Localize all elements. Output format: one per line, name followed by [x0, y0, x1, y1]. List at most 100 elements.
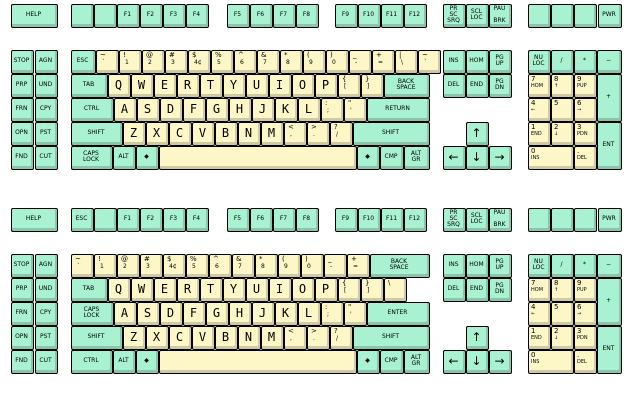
key-9[interactable]: (9 — [303, 50, 326, 74]
key-bracket-0[interactable]: {[ — [338, 278, 361, 302]
blank-key[interactable] — [528, 4, 551, 28]
pause-break-key[interactable]: PAU BRK — [489, 4, 512, 28]
f3-key[interactable]: F3 — [163, 4, 186, 28]
key-s[interactable]: S — [137, 302, 160, 326]
blank-key[interactable] — [574, 4, 597, 28]
side-key-und[interactable]: UND — [35, 74, 58, 98]
f12-key[interactable]: F12 — [404, 208, 427, 232]
blank-key[interactable] — [94, 208, 117, 232]
key-j[interactable]: J — [252, 98, 275, 122]
key-1[interactable]: !1 — [94, 254, 117, 278]
key-punct-1[interactable]: "' — [344, 302, 367, 326]
key-k[interactable]: K — [275, 98, 298, 122]
numpad-enter-key[interactable]: ENT — [597, 122, 622, 170]
side-key-stop[interactable]: STOP — [11, 50, 34, 74]
numpad-6-key[interactable]: 6→ — [574, 302, 597, 326]
key-y[interactable]: Y — [223, 278, 246, 302]
key-j[interactable]: J — [252, 302, 275, 326]
arrow-left-key[interactable]: ← — [443, 146, 466, 170]
key-q[interactable]: Q — [108, 74, 131, 98]
key-f[interactable]: F — [183, 302, 206, 326]
ctrl-key[interactable]: CTRL — [71, 350, 113, 374]
key-w[interactable]: W — [131, 74, 154, 98]
end-key[interactable]: END — [466, 74, 489, 98]
numpad-4-key[interactable]: 4← — [528, 302, 551, 326]
key-r[interactable]: R — [177, 74, 200, 98]
side-key-cpy[interactable]: CPY — [35, 302, 58, 326]
key-d[interactable]: D — [160, 302, 183, 326]
key-bracket-1[interactable]: }] — [361, 74, 384, 98]
numpad-6-key[interactable]: 6→ — [574, 98, 597, 122]
scroll-lock-key[interactable]: SCL LOC — [466, 4, 489, 28]
print-screen-key[interactable]: PR SC SRQ — [443, 4, 466, 28]
numpad-4-key[interactable]: 4← — [528, 98, 551, 122]
numpad-8-key[interactable]: 8↑ — [551, 74, 574, 98]
f6-key[interactable]: F6 — [250, 208, 273, 232]
page-down-key[interactable]: PG DN — [489, 74, 512, 98]
space-bar[interactable] — [159, 146, 357, 170]
key-o[interactable]: O — [292, 74, 315, 98]
delete-key[interactable]: DEL — [443, 74, 466, 98]
key-d[interactable]: D — [160, 98, 183, 122]
compose-key[interactable]: CMP — [380, 350, 404, 374]
f10-key[interactable]: F10 — [358, 4, 381, 28]
key-punct-0[interactable]: :; — [321, 302, 344, 326]
key-punct-1[interactable]: "' — [344, 98, 367, 122]
side-key-agn[interactable]: AGN — [35, 50, 58, 74]
numpad-star-key[interactable]: * — [574, 254, 597, 278]
key-punct-0[interactable]: :; — [321, 98, 344, 122]
f2-key[interactable]: F2 — [140, 4, 163, 28]
side-key-opn[interactable]: OPN — [11, 326, 34, 350]
arrow-up-key[interactable]: ↑ — [466, 122, 489, 146]
key-h[interactable]: H — [229, 98, 252, 122]
numpad-slash-key[interactable]: / — [551, 50, 574, 74]
end-key[interactable]: END — [466, 278, 489, 302]
key-8[interactable]: *8 — [280, 50, 303, 74]
f4-key[interactable]: F4 — [186, 208, 209, 232]
key-c[interactable]: C — [169, 122, 192, 146]
key-p[interactable]: P — [315, 278, 338, 302]
key-m[interactable]: M — [261, 122, 284, 146]
power-key[interactable]: PWR — [598, 4, 622, 28]
caps-lock-key[interactable]: CAPS LOCK — [71, 302, 114, 326]
meta-right-key[interactable]: ◆ — [357, 146, 380, 170]
key-7[interactable]: &7 — [257, 50, 280, 74]
key-sym[interactable]: += — [347, 254, 370, 278]
key-s[interactable]: S — [137, 98, 160, 122]
key-sym[interactable]: ~` — [71, 254, 94, 278]
side-key-cut[interactable]: CUT — [35, 146, 58, 170]
key-punct-z-0[interactable]: <, — [284, 122, 307, 146]
key-sym[interactable]: _- — [324, 254, 347, 278]
esc-key[interactable]: ESC — [71, 50, 96, 74]
f1-key[interactable]: F1 — [117, 4, 140, 28]
num-lock-key[interactable]: NU LOC — [528, 50, 551, 74]
numpad-slash-key[interactable]: / — [551, 254, 574, 278]
tab-key[interactable]: TAB — [71, 278, 108, 302]
f5-key[interactable]: F5 — [227, 208, 250, 232]
key-g[interactable]: G — [206, 98, 229, 122]
help-key[interactable]: HELP — [11, 4, 58, 28]
key-a[interactable]: A — [114, 98, 137, 122]
key-sym[interactable]: _- — [349, 50, 372, 74]
insert-key[interactable]: INS — [443, 254, 466, 278]
numpad-8-key[interactable]: 8↑ — [551, 278, 574, 302]
shift-right-key[interactable]: SHIFT — [353, 122, 430, 146]
key-0[interactable]: )0 — [326, 50, 349, 74]
f11-key[interactable]: F11 — [381, 208, 404, 232]
key-p[interactable]: P — [315, 74, 338, 98]
key-t[interactable]: T — [200, 74, 223, 98]
esc-key[interactable]: ESC — [71, 208, 94, 232]
f10-key[interactable]: F10 — [358, 208, 381, 232]
numpad-star-key[interactable]: * — [574, 50, 597, 74]
alt-key[interactable]: ALT — [113, 350, 136, 374]
side-key-pst[interactable]: PST — [35, 326, 58, 350]
f5-key[interactable]: F5 — [227, 4, 250, 28]
side-key-frn[interactable]: FRN — [11, 302, 34, 326]
key-6[interactable]: ^6 — [234, 50, 257, 74]
numpad-plus-key[interactable]: + — [597, 74, 622, 122]
f1-key[interactable]: F1 — [117, 208, 140, 232]
